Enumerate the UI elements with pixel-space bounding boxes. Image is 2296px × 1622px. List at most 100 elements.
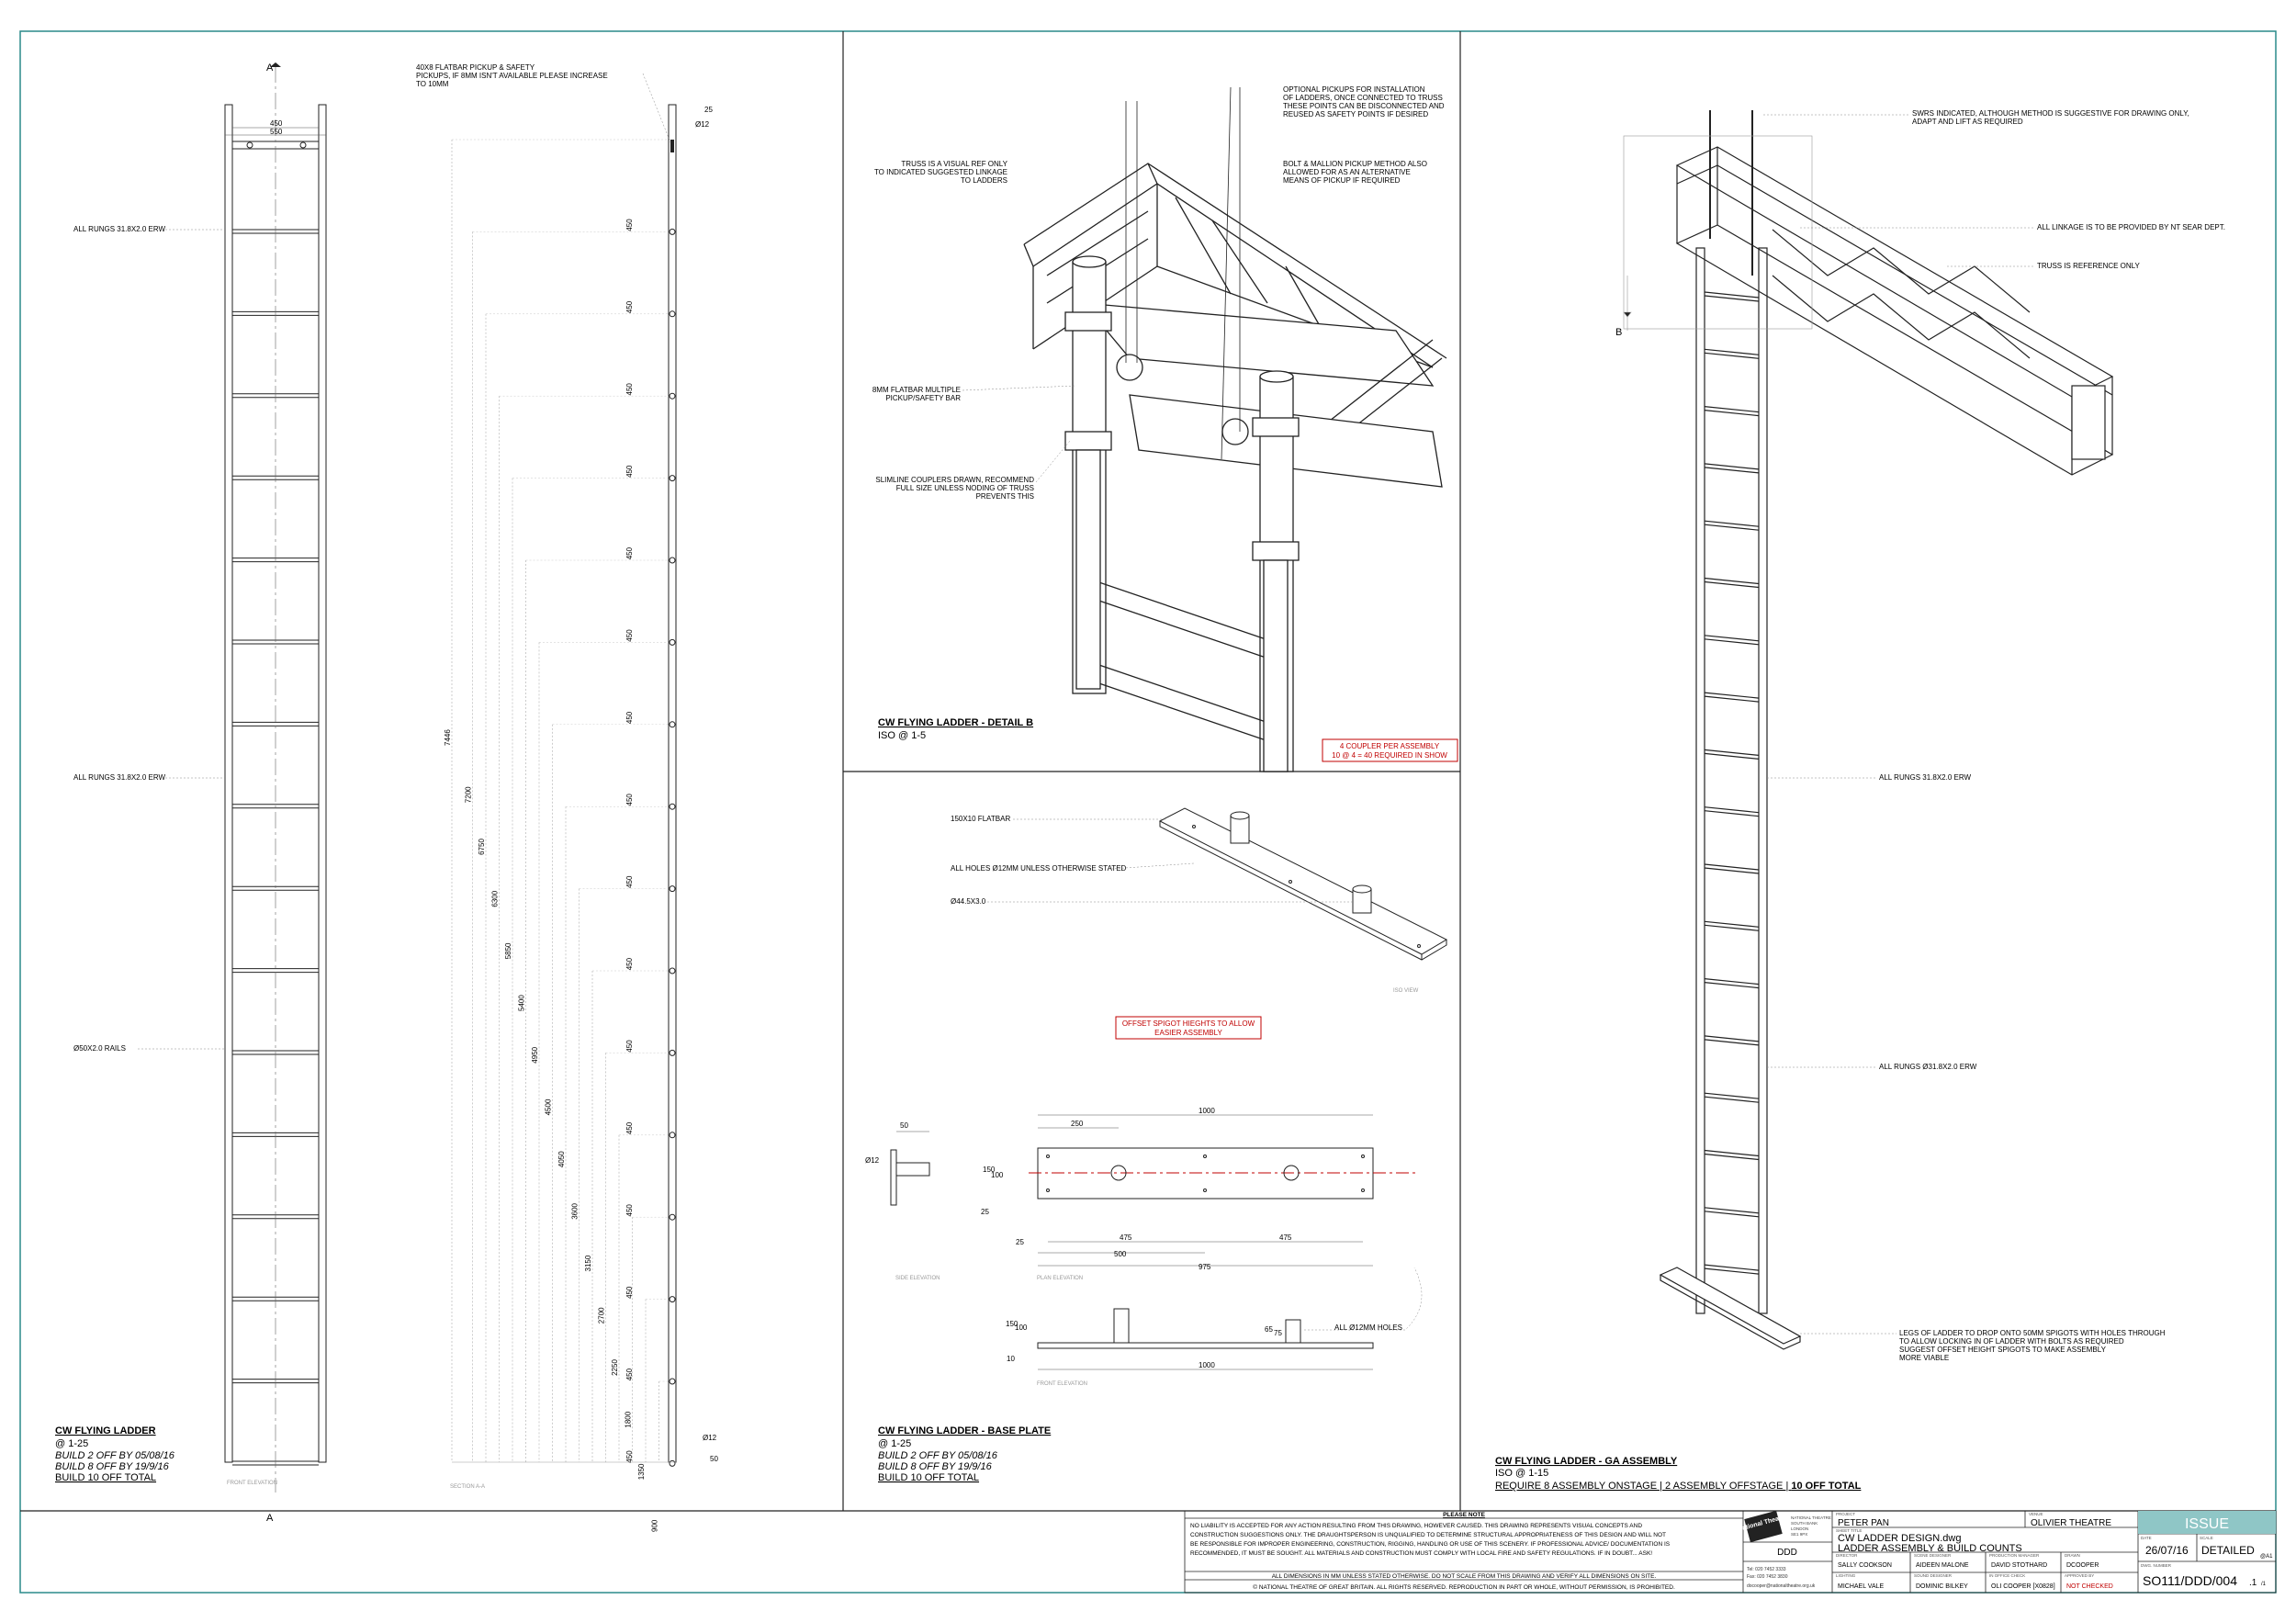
section-hole <box>669 1132 676 1139</box>
dim-top-25: 25 <box>704 106 713 114</box>
svg-text:ISO @ 1-5: ISO @ 1-5 <box>878 730 926 741</box>
ga-total: 10 OFF TOTAL <box>1791 1481 1861 1492</box>
svg-text:PICKUPS, IF 8mm ISN'T AVAILABL: PICKUPS, IF 8mm ISN'T AVAILABLE PLEASE I… <box>416 72 608 80</box>
issue-banner <box>2138 1511 2276 1534</box>
svg-text:DIRECTOR: DIRECTOR <box>1836 1553 1858 1558</box>
ga-rung <box>1704 863 1760 871</box>
svg-text:SCENE DESIGNER: SCENE DESIGNER <box>1914 1553 1952 1558</box>
base-plate-notes: 150x10 FLATBAR ALL HOLES Ø12mm UNLESS OT… <box>951 815 1419 994</box>
svg-text:LIGHTING: LIGHTING <box>1836 1573 1856 1578</box>
base-plate-title-block: CW FLYING LADDER - BASE PLATE @ 1-25 BUI… <box>878 1425 1051 1483</box>
spacing-label: 450 <box>625 1368 634 1380</box>
nt-address: NATIONAL THEATRE SOUTH BANK LONDON SE1 9… <box>1791 1515 1831 1537</box>
ga-rung-edge <box>1704 295 1760 302</box>
spacing-label: 450 <box>625 465 634 478</box>
svg-text:SCALE: SCALE <box>2200 1536 2213 1540</box>
svg-text:500: 500 <box>1114 1250 1127 1258</box>
svg-text:ALL RUNGS 31.8x2.0 ERW: ALL RUNGS 31.8x2.0 ERW <box>1879 773 1971 782</box>
svg-text:TO 10mm: TO 10mm <box>416 80 449 88</box>
svg-text:SIDE ELEVATION: SIDE ELEVATION <box>895 1276 940 1281</box>
ga-rung-edge <box>1704 467 1760 474</box>
svg-text:CW FLYING LADDER - DETAIL B: CW FLYING LADDER - DETAIL B <box>878 717 1033 728</box>
cumulative-dim-label: 1350 <box>637 1463 646 1480</box>
cumulative-dim-label: 3600 <box>571 1202 580 1219</box>
spacing-label: 450 <box>625 1204 634 1217</box>
ga-rung-edge <box>1704 638 1760 646</box>
svg-text:100: 100 <box>1015 1324 1028 1332</box>
section-hole <box>669 1049 676 1056</box>
svg-text:SLIMLINE COUPLERS DRAWN, RECOM: SLIMLINE COUPLERS DRAWN, RECOMMEND <box>875 476 1034 484</box>
cumulative-dim-label: 7446 <box>444 729 452 746</box>
svg-text:75: 75 <box>1274 1329 1282 1337</box>
svg-text:OPTIONAL PICKUPS FOR INSTALLAT: OPTIONAL PICKUPS FOR INSTALLATION <box>1283 85 1425 94</box>
svg-text:PROJECT: PROJECT <box>1836 1512 1855 1516</box>
ga-rung-edge <box>1704 410 1760 417</box>
svg-text:PETER PAN: PETER PAN <box>1838 1518 1889 1528</box>
svg-text:BUILD 10 OFF TOTAL: BUILD 10 OFF TOTAL <box>878 1472 979 1483</box>
svg-text:CW LADDER DESIGN.dwg: CW LADDER DESIGN.dwg <box>1838 1533 1961 1544</box>
detail-b-iso <box>1023 86 1447 772</box>
svg-text:NOT CHECKED: NOT CHECKED <box>2066 1583 2113 1590</box>
spacing-label: 450 <box>625 629 634 642</box>
view-label-section: SECTION A-A <box>450 1484 485 1490</box>
ga-rung <box>1704 1092 1760 1099</box>
cumulative-dim-label: 900 <box>651 1519 659 1532</box>
section-hole <box>669 721 676 728</box>
svg-text:ADAPT AND LIFT AS REQUIRED: ADAPT AND LIFT AS REQUIRED <box>1912 118 2023 126</box>
section-hole <box>669 557 676 564</box>
svg-text:MORE VIABLE: MORE VIABLE <box>1899 1354 1949 1362</box>
svg-text:TRUSS IS REFERENCE ONLY: TRUSS IS REFERENCE ONLY <box>2037 262 2141 270</box>
svg-text:DAVID STOTHARD: DAVID STOTHARD <box>1991 1562 2047 1569</box>
svg-text:LADDER ASSEMBLY & BUILD COUNTS: LADDER ASSEMBLY & BUILD COUNTS <box>1838 1543 2022 1554</box>
section-dimension-lines: 7446720067506300585054004950450040503600… <box>444 139 676 1532</box>
svg-text:ALL HOLES Ø12mm UNLESS OTHERWI: ALL HOLES Ø12mm UNLESS OTHERWISE STATED <box>951 864 1127 873</box>
ga-rung <box>1704 577 1760 585</box>
svg-text:150x10 FLATBAR: 150x10 FLATBAR <box>951 815 1010 823</box>
svg-text:PLEASE NOTE: PLEASE NOTE <box>1443 1512 1486 1518</box>
dim-450: 450 <box>270 119 283 128</box>
spacing-label: 450 <box>625 300 634 313</box>
issue-label: ISSUE <box>2185 1516 2229 1532</box>
ga-rung-edge <box>1704 524 1760 531</box>
svg-text:NO LIABILITY IS ACCEPTED FOR A: NO LIABILITY IS ACCEPTED FOR ANY ACTION … <box>1190 1523 1642 1529</box>
section-hole <box>669 1296 676 1303</box>
ga-rung-edge <box>1704 752 1760 760</box>
svg-text:FRONT ELEVATION: FRONT ELEVATION <box>1037 1381 1087 1387</box>
svg-text:475: 475 <box>1279 1233 1292 1242</box>
svg-text:OFFSET SPIGOT HIEGHTS TO ALLOW: OFFSET SPIGOT HIEGHTS TO ALLOW <box>1122 1019 1255 1028</box>
svg-text:LEGS OF LADDER TO DROP ONTO 50: LEGS OF LADDER TO DROP ONTO 50mm SPIGOTS… <box>1899 1329 2166 1337</box>
ga-marker: B <box>1615 327 1622 338</box>
svg-text:1000: 1000 <box>1199 1107 1215 1115</box>
ga-rung <box>1704 920 1760 928</box>
svg-text:OLI COOPER [X0828]: OLI COOPER [X0828] <box>1991 1583 2055 1590</box>
cumulative-dim-label: 5850 <box>504 942 512 959</box>
cumulative-dim-label: 4500 <box>545 1098 553 1115</box>
svg-text:150: 150 <box>1006 1320 1019 1328</box>
svg-text:LONDON: LONDON <box>1791 1526 1808 1531</box>
svg-text:25: 25 <box>1016 1238 1024 1246</box>
detail-b-title-block: CW FLYING LADDER - DETAIL B ISO @ 1-5 <box>878 717 1033 741</box>
svg-text:@ 1-25: @ 1-25 <box>878 1438 911 1449</box>
ga-rung <box>1704 806 1760 814</box>
svg-text:PRODUCTION MANAGER: PRODUCTION MANAGER <box>1989 1553 2040 1558</box>
svg-text:BUILD 8 OFF BY 19/9/16: BUILD 8 OFF BY 19/9/16 <box>878 1461 993 1472</box>
ladder-title: CW FLYING LADDER <box>55 1425 156 1436</box>
base-plate-side-elevation <box>890 1131 930 1206</box>
svg-text:ALL Ø12mm HOLES: ALL Ø12mm HOLES <box>1334 1324 1402 1332</box>
svg-text:DETAILED: DETAILED <box>2201 1544 2255 1557</box>
ga-detail-box <box>1623 135 1813 331</box>
svg-text:OF LADDERS, ONCE CONNECTED TO: OF LADDERS, ONCE CONNECTED TO TRUSS <box>1283 94 1443 102</box>
ga-rung <box>1704 520 1760 527</box>
svg-text:FULL SIZE UNLESS NODING OF TRU: FULL SIZE UNLESS NODING OF TRUSS <box>896 484 1034 492</box>
svg-text:TO ALLOW LOCKING IN OF LADDER: TO ALLOW LOCKING IN OF LADDER WITH BOLTS… <box>1899 1337 2124 1346</box>
ladder-section-aa: 7446720067506300585054004950450040503600… <box>416 63 718 1532</box>
section-hole <box>669 1378 676 1385</box>
note-rungs-top: ALL RUNGS 31.8x2.0 ERW <box>73 225 165 233</box>
ga-rung <box>1704 1035 1760 1042</box>
section-hole <box>669 310 676 318</box>
svg-text:ISO VIEW: ISO VIEW <box>1393 988 1419 994</box>
credits: DIRECTOR SCENE DESIGNER PRODUCTION MANAG… <box>1836 1553 2113 1590</box>
svg-text:BE RESPONSIBLE FOR IMPROPER EN: BE RESPONSIBLE FOR IMPROPER ENGINEERING,… <box>1190 1541 1671 1548</box>
svg-text:26/07/16: 26/07/16 <box>2145 1544 2189 1557</box>
ga-rung <box>1704 348 1760 355</box>
